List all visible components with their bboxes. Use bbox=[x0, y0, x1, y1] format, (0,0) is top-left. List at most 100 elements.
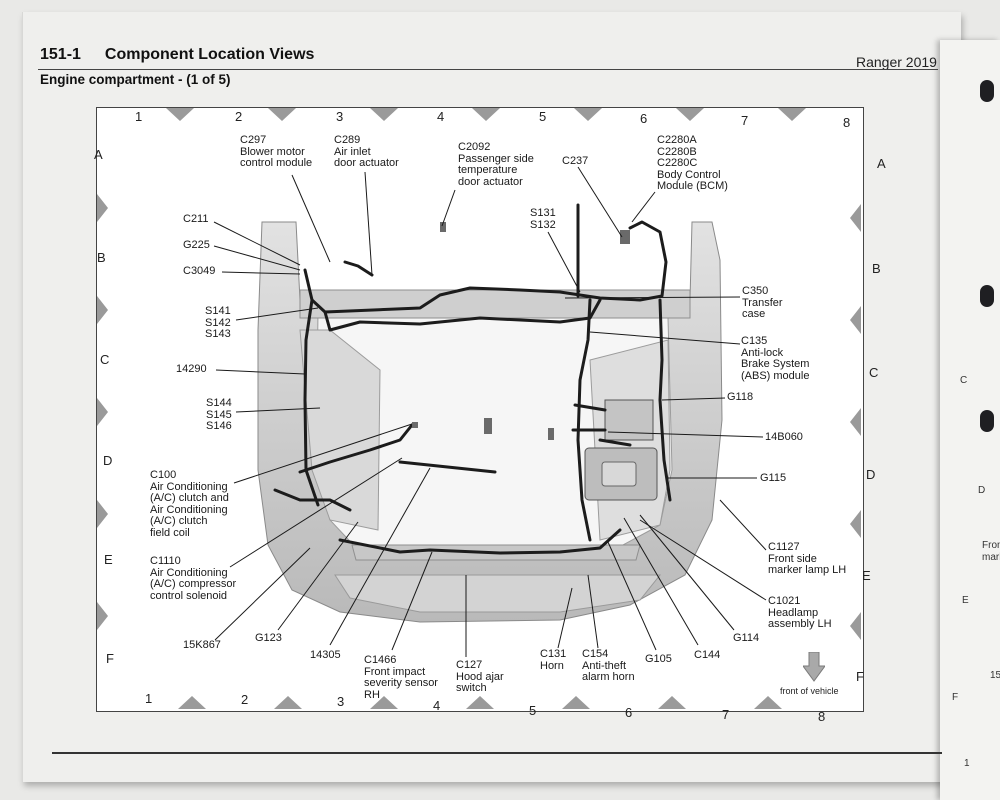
right-page-fragment: Fron bbox=[982, 540, 1000, 551]
grid-row-letter: B bbox=[872, 261, 881, 276]
grid-marker bbox=[370, 108, 398, 121]
right-page-fragment: F bbox=[952, 692, 959, 703]
grid-column-number: 6 bbox=[640, 111, 648, 126]
callout-leaders bbox=[213, 166, 767, 657]
callout-g105: G105 bbox=[645, 653, 672, 665]
right-page-fragment: mark bbox=[982, 552, 1000, 563]
grid-marker bbox=[778, 108, 806, 121]
callout-g123: G123 bbox=[255, 632, 282, 644]
callout-g115: G115 bbox=[760, 472, 787, 484]
grid-row-letter: C bbox=[869, 365, 879, 380]
grid-marker bbox=[472, 108, 500, 121]
grid-column-number: 2 bbox=[241, 692, 249, 707]
cowl-panel bbox=[299, 289, 691, 319]
grid-marker bbox=[97, 500, 108, 528]
grid-row-letter: D bbox=[103, 453, 113, 468]
grid-marker bbox=[97, 602, 108, 630]
callout-14b060: 14B060 bbox=[765, 431, 803, 443]
grid-column-number: 3 bbox=[337, 694, 345, 709]
grid-row-letter: E bbox=[104, 552, 113, 567]
grid-column-number: 4 bbox=[437, 109, 445, 124]
callout-14290: 14290 bbox=[176, 363, 207, 375]
grid-marker bbox=[562, 696, 590, 709]
grid-column-number: 8 bbox=[818, 709, 826, 724]
grid-marker bbox=[274, 696, 302, 709]
front-arrow-icon bbox=[803, 652, 825, 682]
grid-marker bbox=[850, 204, 861, 232]
grid-marker bbox=[658, 696, 686, 709]
grid-marker bbox=[754, 696, 782, 709]
grid-column-number: 5 bbox=[539, 109, 547, 124]
callout-g114: G114 bbox=[733, 632, 760, 644]
grid-marker bbox=[850, 612, 861, 640]
right-page-fragment: C bbox=[960, 375, 968, 386]
header-rule bbox=[38, 69, 938, 70]
callout-c237: C237 bbox=[562, 155, 589, 167]
grid-marker bbox=[850, 306, 861, 334]
callout-g118: G118 bbox=[727, 391, 754, 403]
grid-row-letter: A bbox=[877, 156, 886, 171]
section-title: Component Location Views bbox=[104, 46, 315, 63]
wiring-harness bbox=[273, 203, 672, 555]
right-page-fragment: 15 bbox=[990, 670, 1000, 681]
grid-row-letter: D bbox=[866, 467, 876, 482]
grid-marker bbox=[97, 398, 108, 426]
grid-marker bbox=[466, 696, 494, 709]
grid-column-number: 7 bbox=[722, 707, 730, 722]
front-bumper-area bbox=[334, 574, 662, 613]
abs-module bbox=[604, 399, 654, 441]
grid-column-number: 1 bbox=[145, 691, 153, 706]
grid-column-number: 2 bbox=[235, 109, 243, 124]
grid-marker bbox=[850, 510, 861, 538]
grid-row-letter: A bbox=[94, 147, 103, 162]
grid-column-number: 8 bbox=[843, 115, 851, 130]
grid-marker bbox=[97, 296, 108, 324]
front-of-vehicle-label: front of vehicle bbox=[780, 686, 839, 696]
grid-row-letter: C bbox=[100, 352, 110, 367]
grid-column-number: 6 bbox=[625, 705, 633, 720]
binder-hole bbox=[980, 285, 994, 307]
vehicle-model: Ranger 2019 bbox=[856, 54, 937, 70]
grid-row-letter: F bbox=[856, 669, 864, 684]
grid-column-number: 3 bbox=[336, 109, 344, 124]
callout-15k867: 15K867 bbox=[183, 639, 221, 651]
grid-row-letter: E bbox=[862, 568, 871, 583]
grid-marker bbox=[178, 696, 206, 709]
footer-rule bbox=[52, 752, 942, 754]
right-page-fragment: 1 bbox=[964, 758, 970, 769]
connectors bbox=[412, 222, 630, 440]
grid-marker bbox=[268, 108, 296, 121]
callout-c144: C144 bbox=[694, 649, 721, 661]
grid-column-number: 1 bbox=[135, 109, 143, 124]
callout-c3049: C3049 bbox=[183, 265, 216, 277]
callout-g225: G225 bbox=[183, 239, 210, 251]
grid-row-letter: B bbox=[97, 250, 106, 265]
callout-14305: 14305 bbox=[310, 649, 341, 661]
grid-column-number: 4 bbox=[433, 698, 441, 713]
callout-c211: C211 bbox=[183, 213, 209, 225]
view-subtitle: Engine compartment - (1 of 5) bbox=[40, 72, 231, 87]
right-page-fragment: E bbox=[962, 595, 969, 606]
grid-marker bbox=[97, 194, 108, 222]
grid-marker bbox=[166, 108, 194, 121]
section-number: 151-1 bbox=[40, 46, 81, 63]
binder-hole bbox=[980, 410, 994, 432]
grid-marker bbox=[850, 408, 861, 436]
right-page-fragment: D bbox=[978, 485, 986, 496]
